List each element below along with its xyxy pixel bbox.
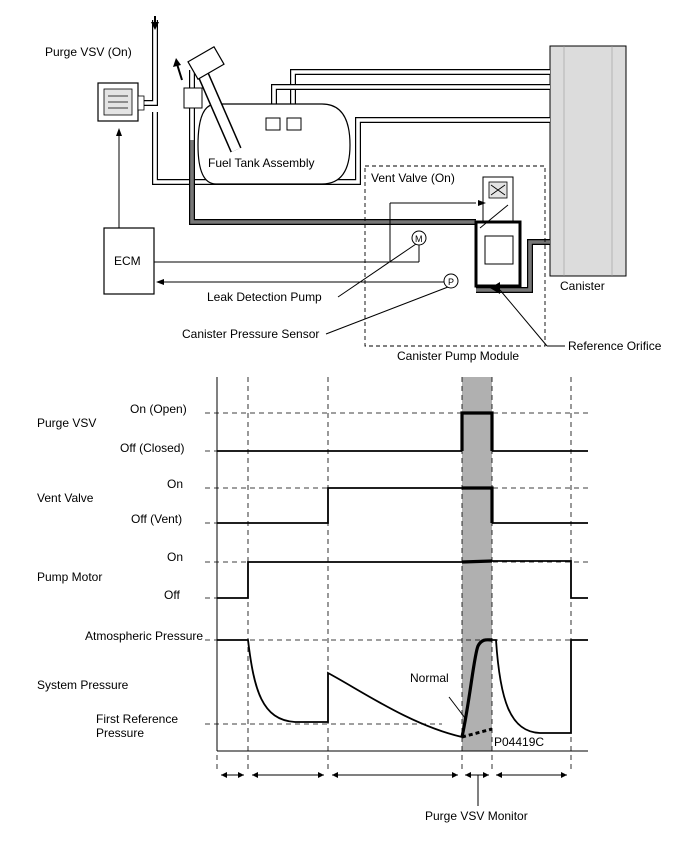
purge-vsv-monitor-label: Purge VSV Monitor	[425, 809, 528, 823]
vapor-out-arrow-icon	[173, 58, 181, 67]
fuel-tank-assembly: Fuel Tank Assembly	[197, 103, 351, 185]
vent-valve-row: Vent Valve On Off (Vent)	[37, 477, 588, 526]
motor-symbol: M	[415, 234, 423, 244]
first-reference-label-2: Pressure	[96, 726, 144, 740]
vent-valve-name: Vent Valve	[37, 491, 94, 505]
interval-arrows: Purge VSV Monitor	[221, 772, 567, 823]
system-pressure-name: System Pressure	[37, 678, 129, 692]
fuel-tank-label: Fuel Tank Assembly	[208, 156, 315, 170]
pump-module-label: Canister Pump Module	[397, 349, 519, 363]
canister-to-module-pipe	[476, 239, 550, 293]
ecm-box: ECM	[103, 227, 155, 295]
system-schematic: Fuel Tank Assembly Purge VSV (On) ECM	[45, 16, 662, 363]
purge-vsv: Purge VSV (On)	[45, 45, 145, 122]
leak-pump-label: Leak Detection Pump	[207, 290, 322, 304]
normal-label: Normal	[410, 671, 449, 685]
canister-pump-module: Vent Valve (On) Canister Pump Module M P	[364, 165, 546, 363]
callouts: Leak Detection Pump Canister Pressure Se…	[182, 243, 662, 353]
ecm-label: ECM	[114, 254, 141, 268]
pump-motor-name: Pump Motor	[37, 570, 102, 584]
timing-chart: Purge VSV On (Open) Off (Closed) Vent Va…	[37, 377, 588, 823]
purge-vsv-low: Off (Closed)	[120, 441, 184, 455]
vent-valve-low: Off (Vent)	[131, 512, 182, 526]
canister-label: Canister	[560, 279, 605, 293]
figure-code: P04419C	[494, 735, 544, 749]
canister	[549, 45, 627, 277]
purge-vsv-monitor-band	[462, 377, 492, 751]
pressure-sensor-label: Canister Pressure Sensor	[182, 327, 319, 341]
canister-to-purge-pipe	[143, 20, 550, 185]
vent-valve-high: On	[167, 477, 183, 491]
purge-vsv-on-label: Purge VSV (On)	[45, 45, 132, 59]
pump-motor-low: Off	[164, 588, 180, 602]
pump-motor-high: On	[167, 550, 183, 564]
pressure-symbol: P	[448, 277, 454, 287]
pump-motor-row: Pump Motor On Off	[37, 550, 588, 602]
purge-vsv-high: On (Open)	[130, 402, 187, 416]
atmospheric-pressure-label: Atmospheric Pressure	[85, 629, 203, 643]
purge-vsv-name: Purge VSV	[37, 416, 96, 430]
first-reference-label-1: First Reference	[96, 712, 178, 726]
vent-valve-on-label: Vent Valve (On)	[371, 171, 455, 185]
filler-neck	[173, 46, 242, 153]
air-in-arrow-icon	[151, 22, 159, 30]
system-pressure-row: System Pressure Atmospheric Pressure Fir…	[37, 629, 588, 749]
purge-vsv-row: Purge VSV On (Open) Off (Closed)	[37, 402, 588, 455]
reference-orifice-label: Reference Orifice	[568, 339, 662, 353]
